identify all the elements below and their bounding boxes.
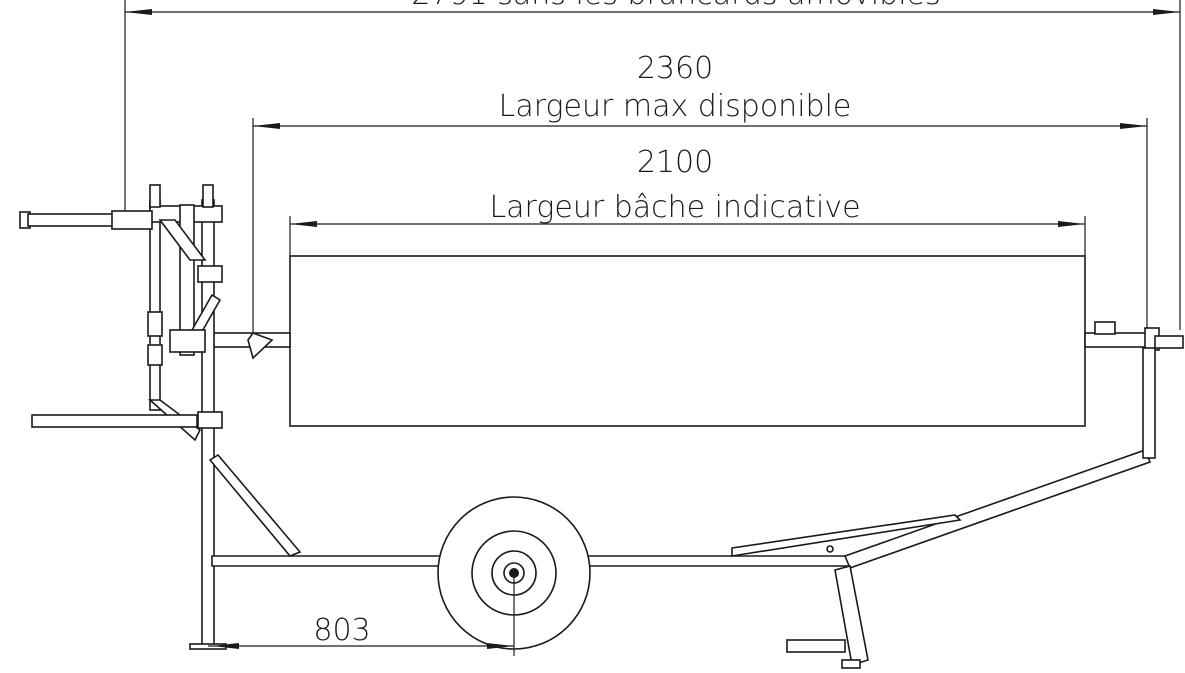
dimension-overall-label: 2791 sans les brancards amovibles [411, 0, 940, 12]
right-jack [786, 565, 869, 669]
dimension-wheel-offset-value: 803 [313, 613, 370, 648]
dimension-max-label: Largeur max disponible [499, 89, 852, 124]
wheel [437, 496, 591, 656]
dimension-wheel-offset: 803 [208, 613, 514, 649]
tarp-roll [289, 255, 1086, 427]
dimension-tarp-value: 2100 [637, 145, 713, 180]
roll-shaft [209, 321, 1184, 360]
dimension-tarp-label: Largeur bâche indicative [489, 190, 860, 225]
dimension-max-value: 2360 [637, 51, 713, 86]
left-handles [19, 210, 198, 428]
dimension-max-width: 2360 Largeur max disponible [252, 51, 1148, 335]
dimension-overall-width: 2791 sans les brancards amovibles [124, 0, 1181, 330]
dimension-tarp-width: 2100 Largeur bâche indicative [289, 145, 1086, 256]
